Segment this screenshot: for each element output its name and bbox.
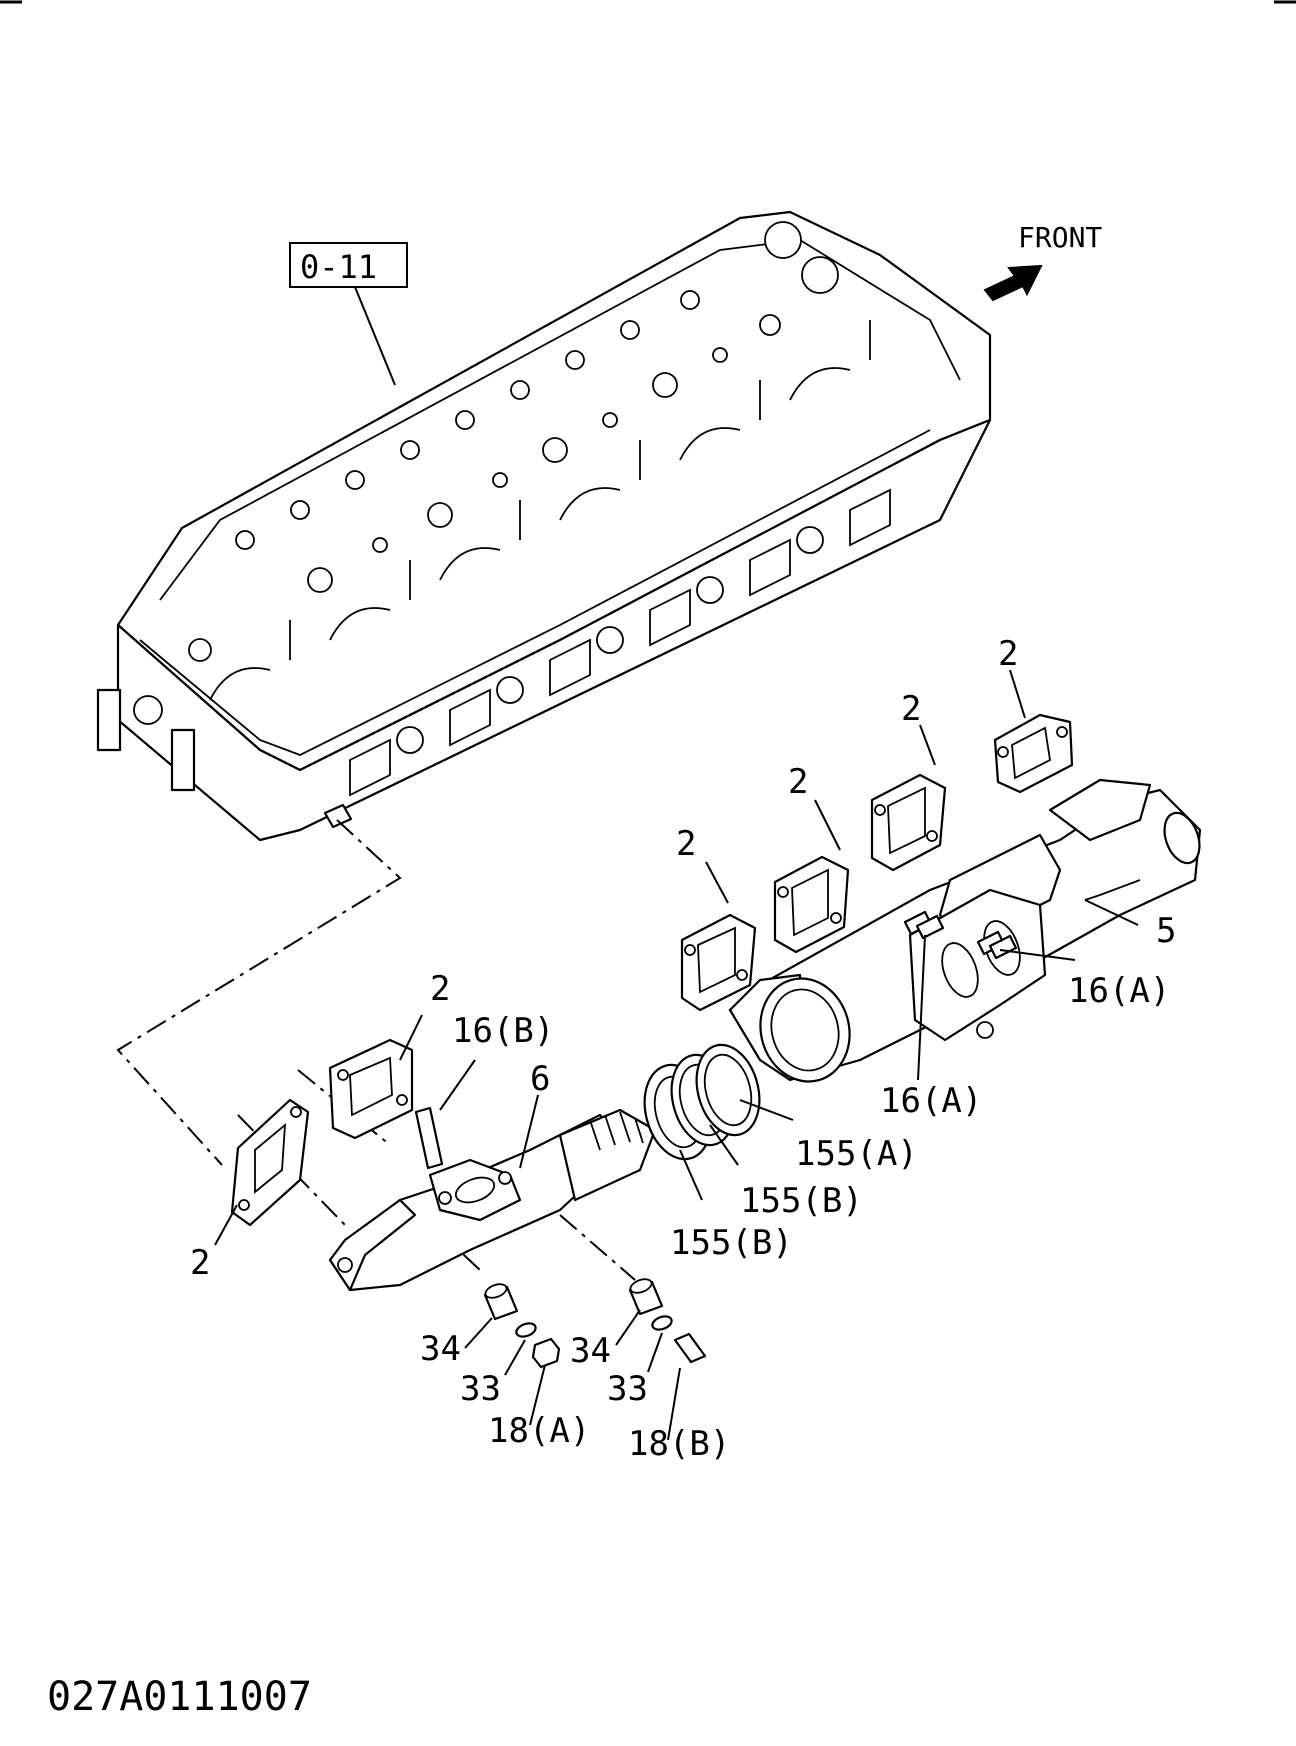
gasket-rear-1: [680, 913, 757, 1012]
callout-seal-ring-155b-inner: 155(B): [740, 1181, 863, 1221]
seal-ring-155a: [695, 1043, 761, 1137]
gasket-rear-4: [993, 713, 1074, 794]
stud-16b: [414, 1106, 444, 1170]
reference-box: [289, 242, 408, 288]
spacer-right: [628, 1278, 664, 1316]
callout-gasket-rear-1: 2: [676, 824, 696, 864]
gasket-left-upper: [328, 1038, 414, 1140]
spacer-left: [483, 1283, 519, 1321]
callout-nut-18a: 18(A): [488, 1411, 590, 1451]
nut-18b: [673, 1332, 707, 1364]
callout-gasket-left-lower: 2: [190, 1243, 210, 1283]
callout-seal-ring-155b-outer: 155(B): [670, 1223, 793, 1263]
callout-washer-right: 33: [607, 1369, 648, 1409]
washer-right: [651, 1315, 673, 1331]
callout-manifold-rear: 5: [1156, 911, 1176, 951]
gasket-rear-2: [773, 855, 850, 954]
callout-spacer-left: 34: [420, 1329, 461, 1369]
callout-stud-16a-lower: 16(A): [880, 1081, 982, 1121]
callout-manifold-front: 6: [530, 1059, 550, 1099]
nut-18a: [531, 1337, 561, 1369]
reference-box-label: 0-11: [300, 248, 377, 286]
front-arrow-icon: [983, 264, 1043, 302]
callout-gasket-rear-4: 2: [998, 634, 1018, 674]
gasket-left-lower: [230, 1098, 310, 1227]
callout-gasket-left-upper: 2: [430, 969, 450, 1009]
washer-left: [515, 1322, 537, 1338]
callout-gasket-rear-3: 2: [901, 689, 921, 729]
callout-nut-18b: 18(B): [628, 1424, 730, 1464]
callout-spacer-right: 34: [570, 1331, 611, 1371]
callout-washer-left: 33: [460, 1369, 501, 1409]
diagram-code: 027A0111007: [47, 1674, 312, 1720]
callout-stud-16a-upper: 16(A): [1068, 971, 1170, 1011]
stud-16a-upper: [976, 930, 1018, 960]
callout-seal-ring-155a: 155(A): [795, 1134, 918, 1174]
front-label: FRONT: [1018, 221, 1102, 254]
gasket-rear-3: [870, 773, 947, 872]
front-exhaust-manifold: [328, 1108, 657, 1292]
rear-exhaust-manifold: [728, 778, 1202, 1083]
stud-16a-lower: [903, 910, 945, 940]
callout-gasket-rear-2: 2: [788, 762, 808, 802]
callout-stud-16b: 16(B): [452, 1011, 554, 1051]
cylinder-head: [96, 210, 992, 842]
